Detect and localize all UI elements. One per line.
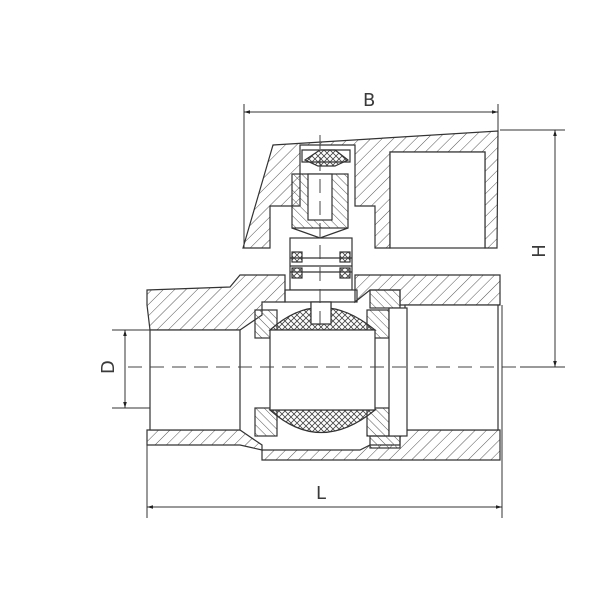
dimension-label-d: D xyxy=(97,360,119,374)
ball xyxy=(268,301,377,434)
dimension-label-b: B xyxy=(363,90,376,111)
dimension-label-l: L xyxy=(316,483,327,504)
dimension-lines xyxy=(112,104,565,518)
handle xyxy=(242,130,499,249)
centerlines xyxy=(128,135,520,368)
stem xyxy=(284,237,358,323)
dimension-label-h: H xyxy=(528,244,550,258)
